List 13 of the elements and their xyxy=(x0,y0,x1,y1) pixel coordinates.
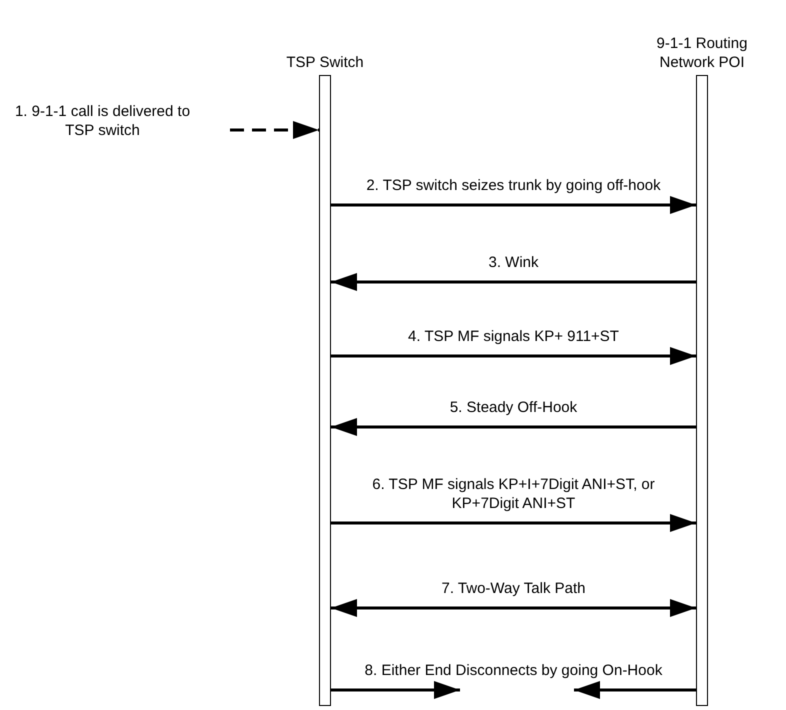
arrow xyxy=(331,681,460,699)
arrow xyxy=(331,273,696,291)
arrow xyxy=(574,681,696,699)
arrow xyxy=(331,196,696,214)
arrow xyxy=(331,418,696,436)
arrow xyxy=(230,121,319,139)
arrow xyxy=(331,347,696,365)
edge-label: 8. Either End Disconnects by going On-Hook xyxy=(364,661,664,680)
message-text: 1. 9-1-1 call is delivered to TSP switch xyxy=(0,102,205,140)
participant-label: 9-1-1 Routing Network POI xyxy=(656,34,748,72)
arrow xyxy=(331,599,696,617)
participant-label: TSP Switch xyxy=(285,53,365,72)
arrow xyxy=(331,514,696,532)
